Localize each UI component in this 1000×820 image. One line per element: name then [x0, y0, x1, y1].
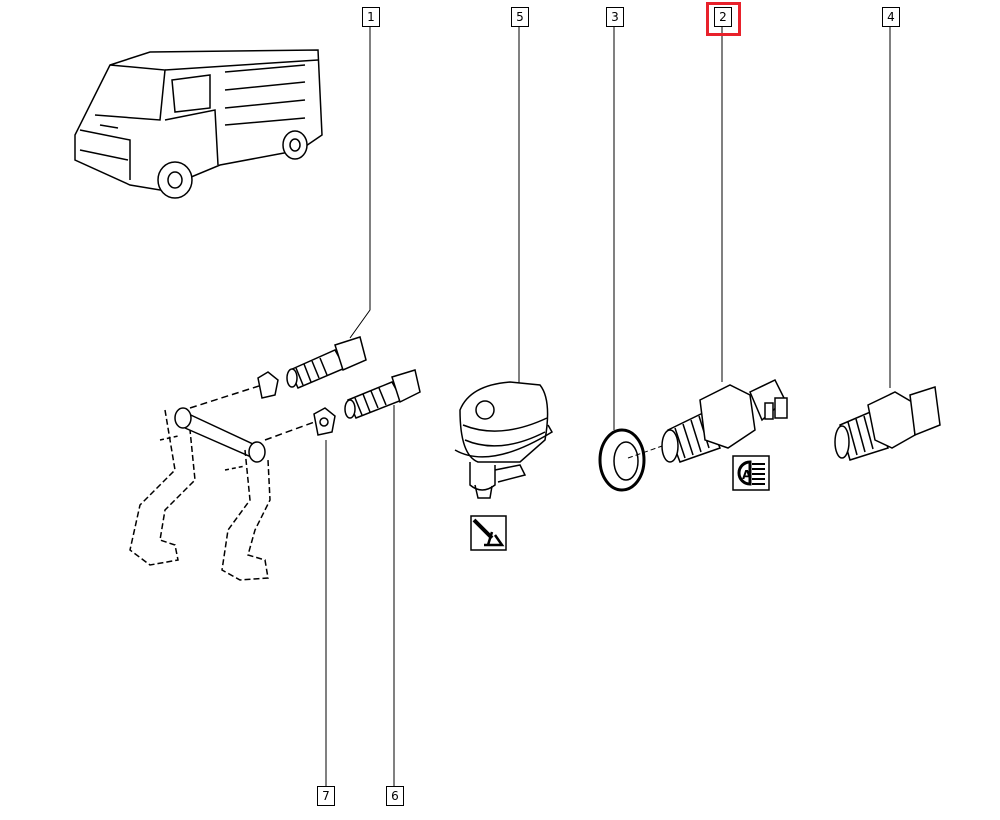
part-5-handbrake-switch — [454, 381, 554, 499]
leader-lines — [325, 27, 891, 786]
part-7-clip — [313, 407, 336, 436]
headlight-icon: A — [732, 455, 770, 491]
callout-5[interactable]: 5 — [511, 7, 529, 27]
svg-text:A: A — [742, 468, 752, 482]
callout-4[interactable]: 4 — [882, 7, 900, 27]
part-2-sensor — [661, 379, 788, 463]
part-3-washer — [598, 428, 666, 492]
pedal-assembly — [129, 384, 321, 581]
van-illustration — [74, 49, 323, 199]
callout-6[interactable]: 6 — [386, 786, 404, 806]
callout-1[interactable]: 1 — [362, 7, 380, 27]
handbrake-icon — [470, 515, 507, 551]
part-6-switch — [344, 369, 421, 419]
part-1-switch — [257, 336, 367, 399]
callout-3[interactable]: 3 — [606, 7, 624, 27]
callout-2[interactable]: 2 — [714, 7, 732, 27]
part-4-sensor — [834, 386, 941, 461]
callout-7[interactable]: 7 — [317, 786, 335, 806]
callout-highlight — [706, 2, 741, 36]
